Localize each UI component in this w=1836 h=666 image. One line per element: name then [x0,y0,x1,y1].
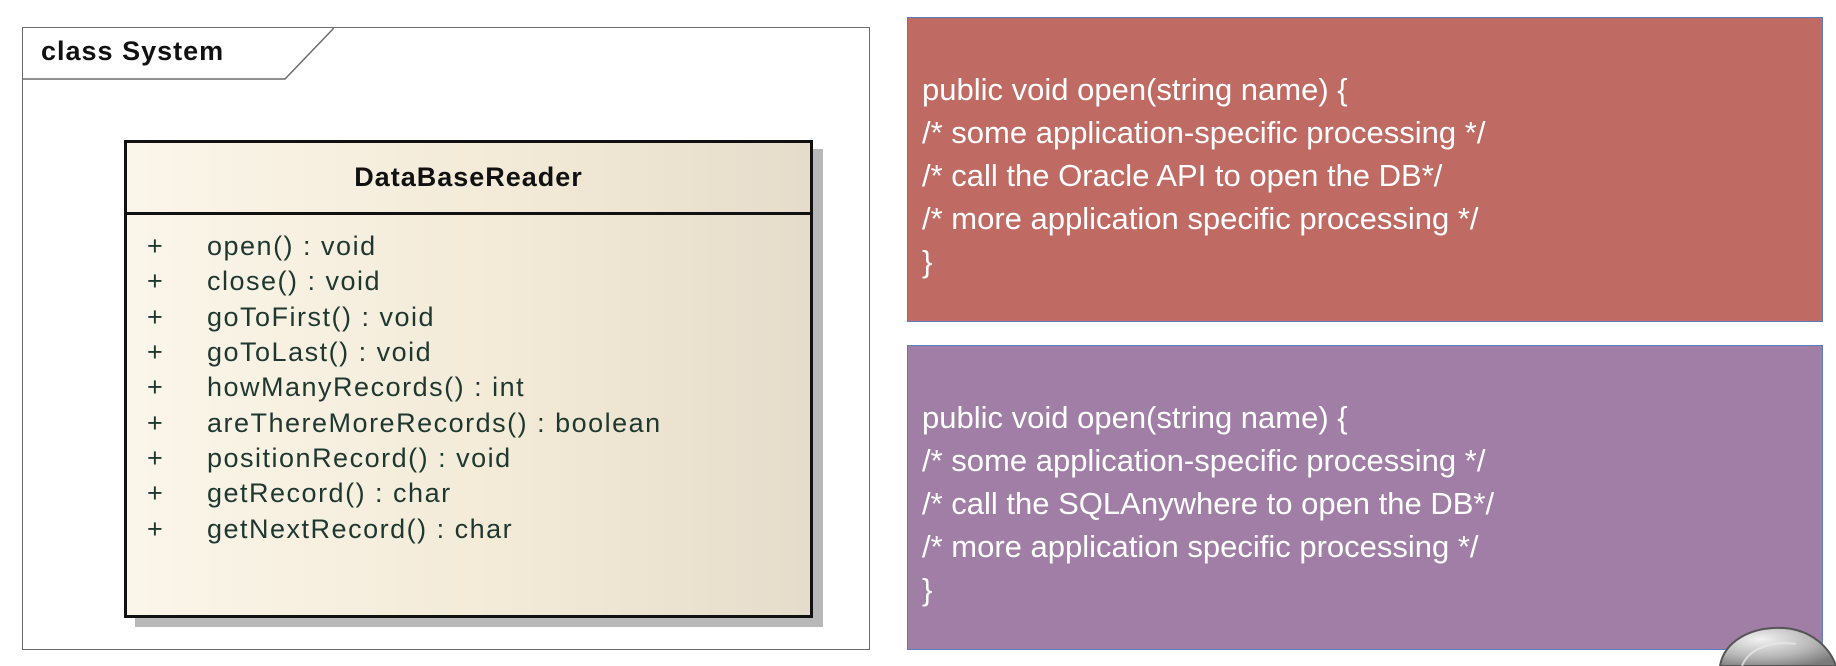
frame-title: class System [41,36,225,66]
code-line: /* more application specific processing … [922,201,1479,236]
code-line: public void open(string name) { [922,400,1348,435]
operation-item: + howManyRecords() : int [127,370,810,405]
operation-visibility: + [147,337,165,368]
operation-signature: close() : void [207,266,382,297]
operation-signature: open() : void [207,231,377,262]
decorative-shape-icon [1718,626,1836,666]
operation-visibility: + [147,301,165,332]
operation-item: + close() : void [127,264,810,299]
code-line: /* some application-specific processing … [922,115,1486,150]
code-line: } [922,244,933,279]
operation-item: + getRecord() : char [127,476,810,511]
operation-item: + getNextRecord() : char [127,511,810,546]
operation-visibility: + [147,478,165,509]
code-line: /* some application-specific processing … [922,443,1486,478]
operation-item: + goToLast() : void [127,335,810,370]
uml-class-diagram-frame: class System DataBaseReader + open() : v… [22,27,870,650]
frame-name-tab: class System [23,28,334,80]
code-line: public void open(string name) { [922,72,1348,107]
operation-item: + positionRecord() : void [127,441,810,476]
operation-visibility: + [147,442,165,473]
operation-signature: howManyRecords() : int [207,372,526,403]
operation-signature: getNextRecord() : char [207,513,514,544]
operation-signature: goToFirst() : void [207,301,436,332]
code-line: } [922,572,933,607]
operation-visibility: + [147,407,165,438]
code-line: /* call the SQLAnywhere to open the DB*/ [922,486,1495,521]
operation-signature: getRecord() : char [207,478,452,509]
class-box-databasereader[interactable]: DataBaseReader + open() : void + close()… [124,140,813,618]
operation-signature: areThereMoreRecords() : boolean [207,407,662,438]
code-line: /* call the Oracle API to open the DB*/ [922,158,1443,193]
code-panel-sqlanywhere: public void open(string name) { /* some … [907,345,1823,650]
operation-item: + areThereMoreRecords() : boolean [127,405,810,440]
operation-list: + open() : void + close() : void + goToF… [127,215,810,547]
operation-visibility: + [147,231,165,262]
operation-signature: positionRecord() : void [207,442,512,473]
operation-item: + goToFirst() : void [127,300,810,335]
operation-item: + open() : void [127,229,810,264]
operation-visibility: + [147,266,165,297]
code-line: /* more application specific processing … [922,529,1479,564]
operation-visibility: + [147,372,165,403]
code-panel-oracle: public void open(string name) { /* some … [907,17,1823,322]
operation-visibility: + [147,513,165,544]
operation-signature: goToLast() : void [207,337,433,368]
class-name: DataBaseReader [127,143,810,215]
